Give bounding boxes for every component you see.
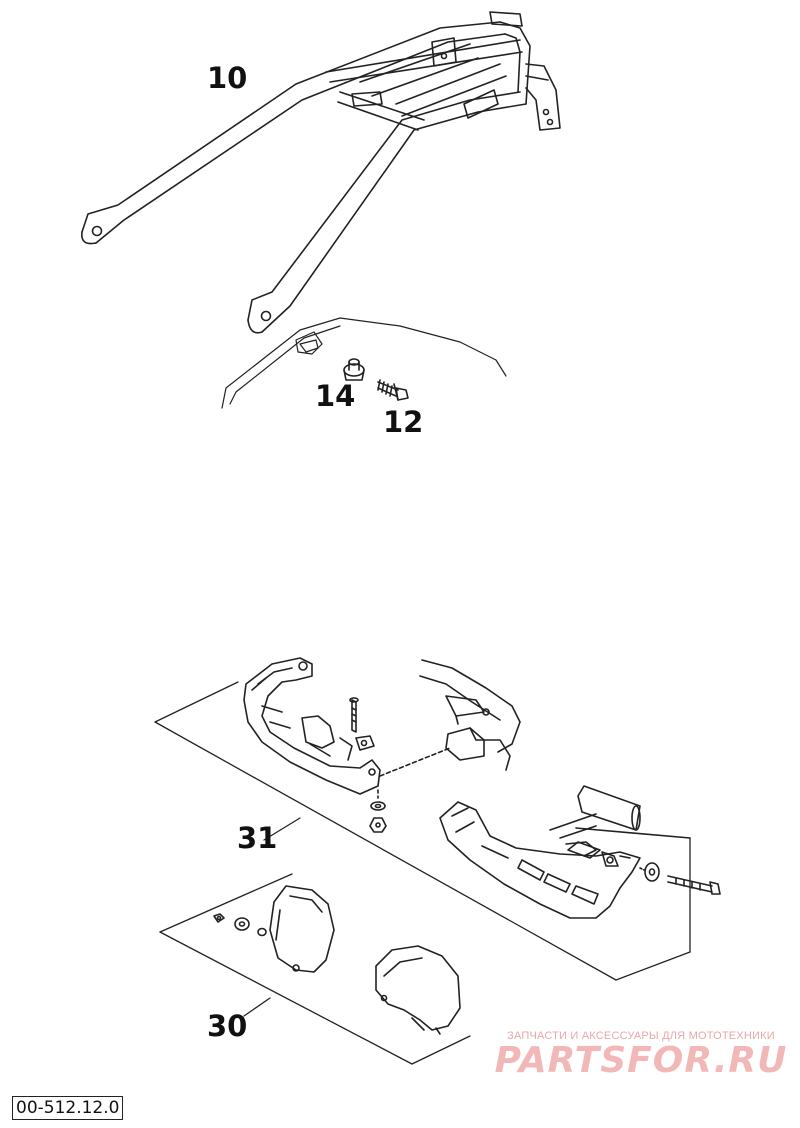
- cover-fasteners: [213, 913, 267, 937]
- luggage-rack-part-10: [80, 11, 561, 334]
- bushing-part-14: [343, 358, 365, 381]
- callout-14: 14: [315, 379, 356, 413]
- right-handguard-cover: [375, 945, 461, 1035]
- cover-kit-frame-30: [159, 873, 471, 1065]
- left-clamp-bolt: [349, 697, 375, 751]
- screw-part-12: [377, 379, 409, 401]
- diagram-code: 00-512.12.0: [12, 1096, 124, 1121]
- watermark-brand: PARTSFOR.RU: [494, 1040, 788, 1081]
- callout-31: 31: [237, 821, 278, 855]
- left-handguard-cover: [269, 885, 335, 973]
- handguard-kit-frame-31: [154, 681, 691, 981]
- watermark: ЗАПЧАСТИ И АКСЕССУАРЫ ДЛЯ МОТОТЕХНИКИ PA…: [488, 1030, 794, 1080]
- left-washer-nut: [369, 747, 451, 833]
- watermark-tagline: ЗАПЧАСТИ И АКСЕССУАРЫ ДЛЯ МОТОТЕХНИКИ: [507, 1030, 775, 1042]
- right-bar-end: [549, 785, 691, 859]
- handlebar-clamp: [419, 659, 521, 771]
- callout-10: 10: [207, 61, 248, 95]
- left-handguard: [243, 657, 381, 795]
- right-handguard: [439, 801, 641, 919]
- callout-12: 12: [383, 405, 424, 439]
- rear-fender-outline: [221, 317, 507, 409]
- callout-30: 30: [207, 1009, 248, 1043]
- right-clamp-bolt: [639, 862, 721, 895]
